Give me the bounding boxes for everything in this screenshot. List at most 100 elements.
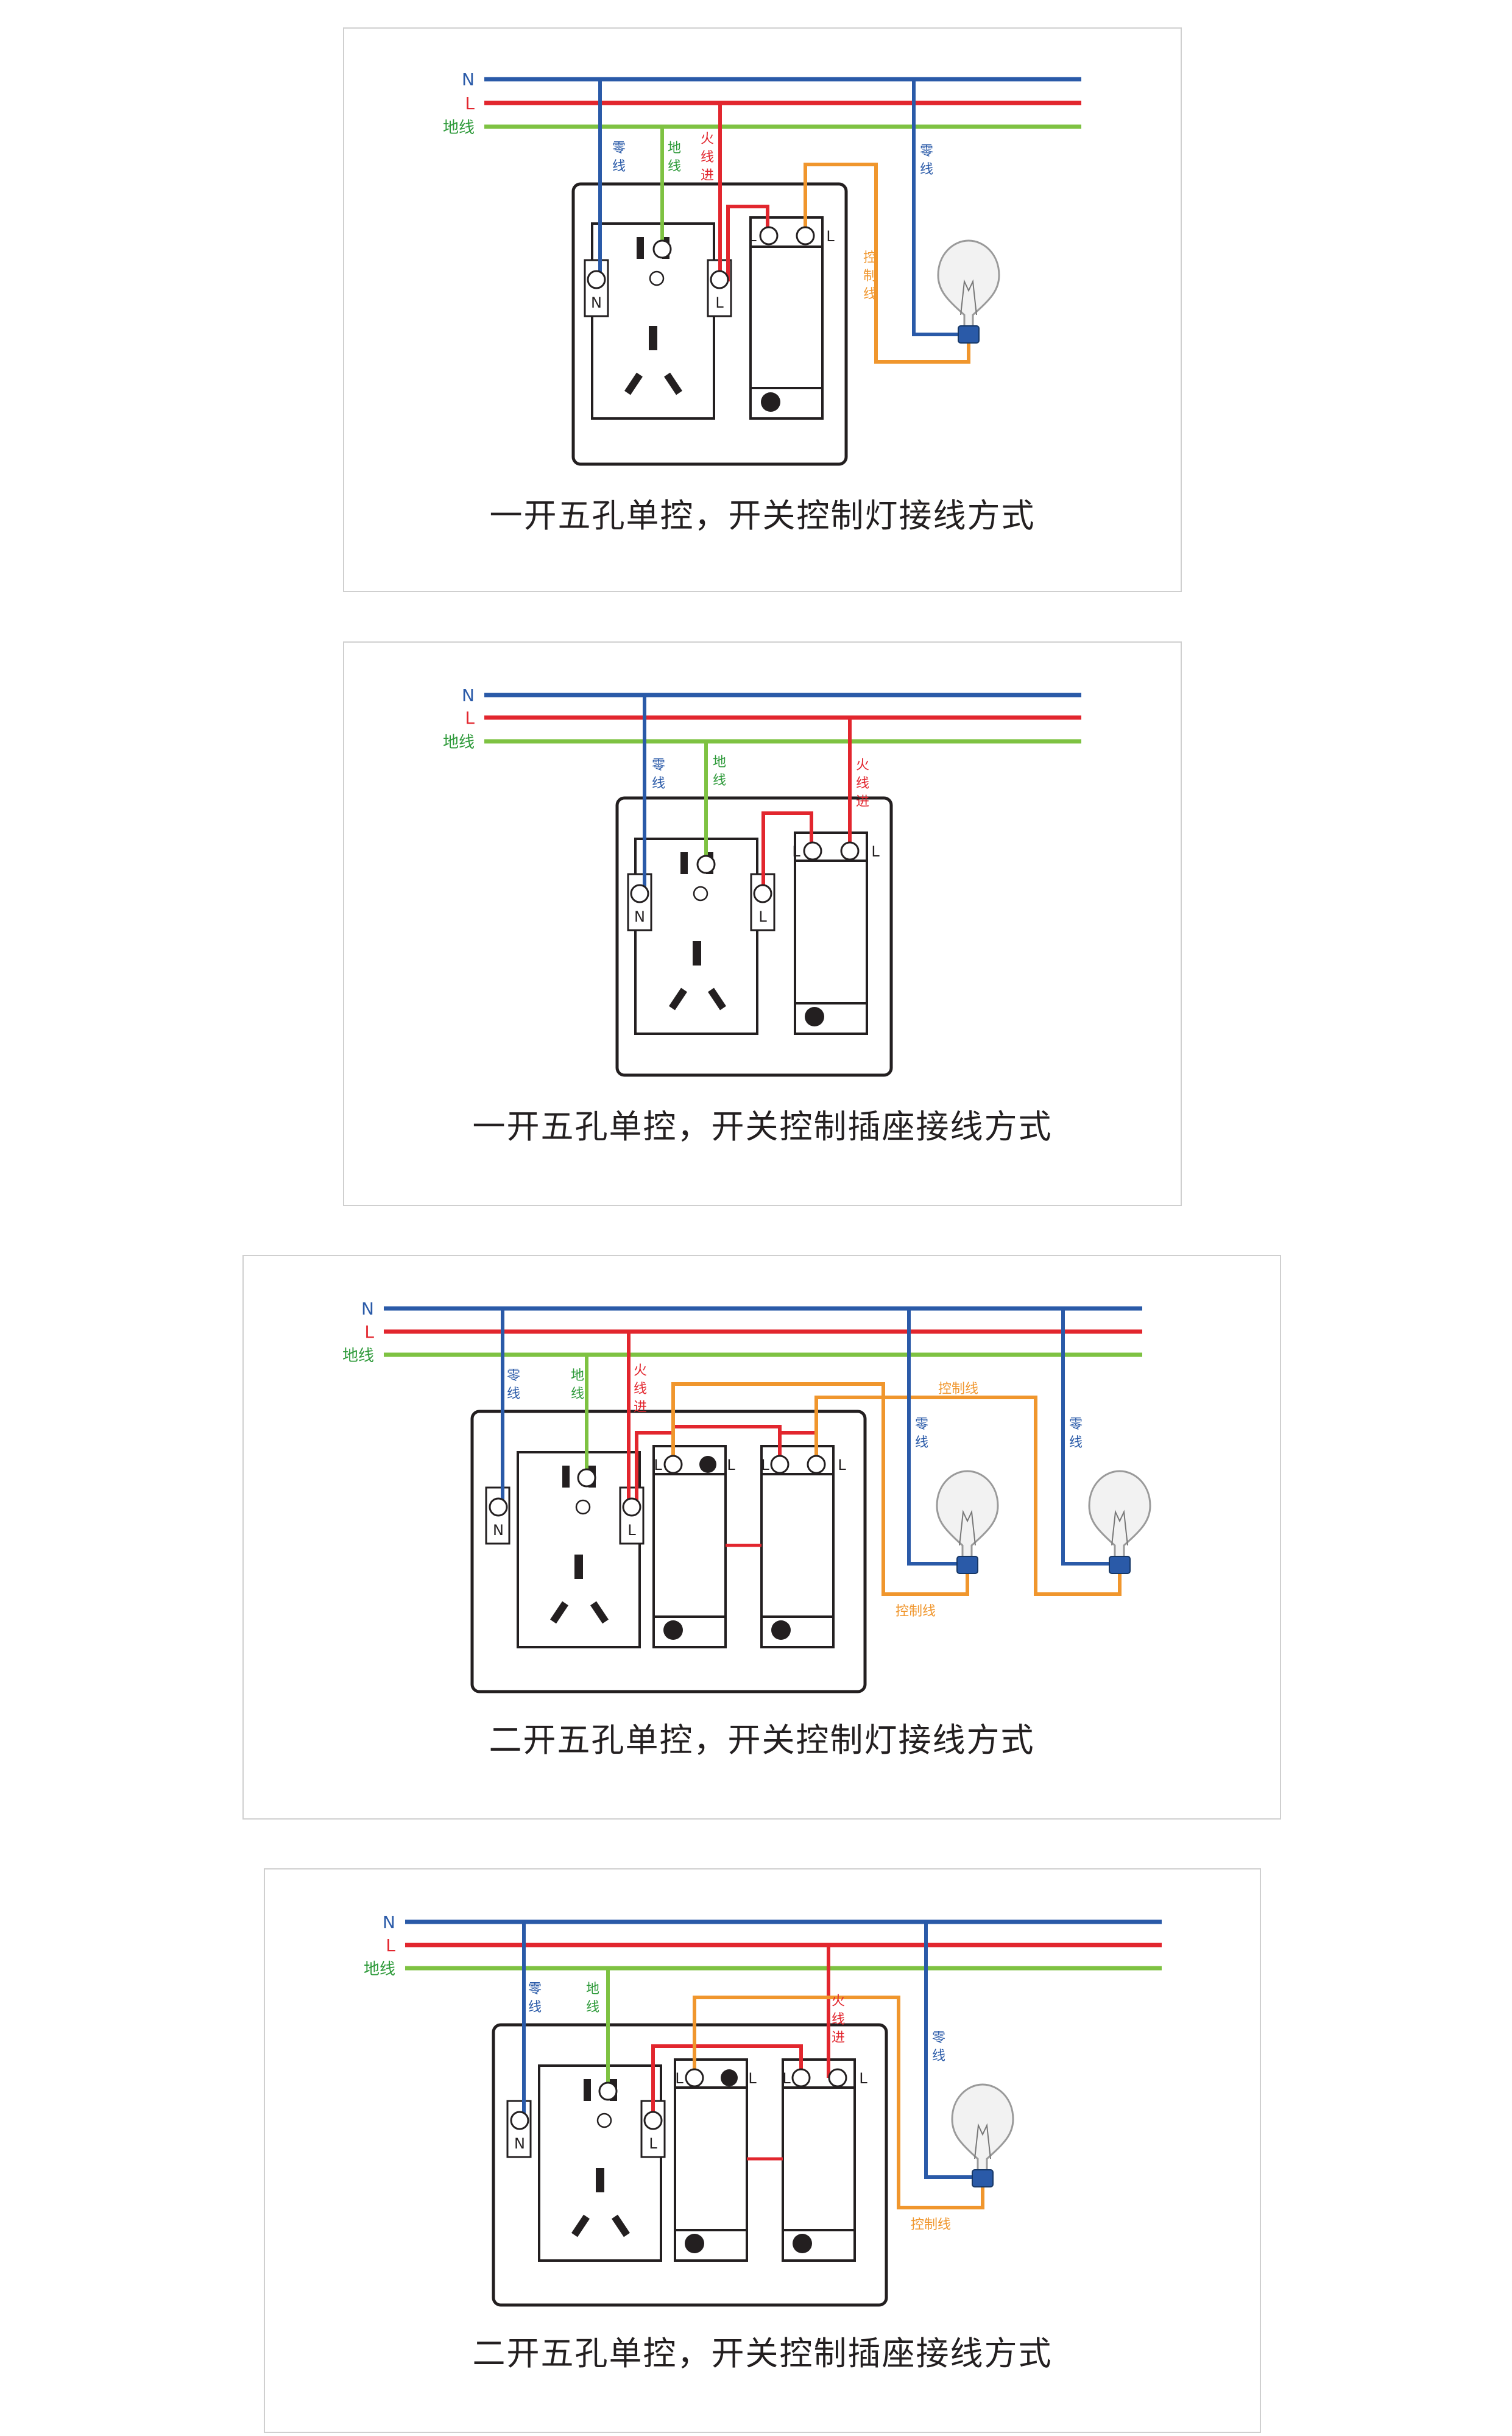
switch-1-l1-label: L [654, 1456, 662, 1474]
diagram-2-caption: 一开五孔单控，开关控制插座接线方式 [472, 1107, 1053, 1146]
switch-l1-terminal-screw [803, 841, 822, 861]
earth-terminal-symbol [649, 270, 665, 286]
live-in-label-3: 进 [832, 2030, 845, 2046]
socket-body [538, 2064, 662, 2262]
neutral-label-2: 线 [507, 1386, 520, 1402]
control-label-bottom: 控制线 [896, 1604, 936, 1619]
socket-earth-terminal-screw [696, 855, 716, 874]
earth-terminal-symbol [596, 2113, 612, 2128]
control-label-1: 控 [863, 250, 877, 266]
switch-1-body [652, 1445, 727, 1648]
terminal-n-label: N [634, 908, 645, 925]
terminal-n-label: N [493, 1522, 504, 1539]
switch-1-l1-label: L [675, 2070, 684, 2087]
socket-body [517, 1451, 641, 1648]
socket-earth-terminal-screw [652, 239, 672, 259]
light-bulb-icon [936, 1470, 999, 1574]
live-in-label-1: 火 [856, 758, 869, 773]
earth-terminal-symbol [693, 886, 708, 902]
socket-l-terminal-screw [710, 270, 729, 289]
switch-2-body [782, 2058, 856, 2262]
live-in-label-3: 进 [634, 1400, 647, 1415]
earth-label-2: 线 [668, 159, 681, 174]
bus-label-l: L [386, 1935, 395, 1955]
terminal-l-label: L [649, 2135, 657, 2152]
switch-l-terminal-screw [840, 841, 860, 861]
bus-label-earth: 地线 [443, 119, 475, 137]
diagram-4-caption: 二开五孔单控，开关控制插座接线方式 [472, 2334, 1053, 2373]
bus-label-n: N [361, 1299, 374, 1319]
neutral-label-2: 线 [528, 2000, 542, 2015]
wall-plate [571, 182, 848, 466]
live-in-label-2: 线 [856, 776, 869, 791]
diagram-3-caption: 二开五孔单控，开关控制灯接线方式 [489, 1721, 1035, 1759]
socket-body [591, 222, 715, 420]
lamp-neutral-wire [912, 79, 961, 336]
control-wire-2 [814, 1396, 1122, 1596]
switch-1-body [674, 2058, 748, 2262]
control-label-top: 控制线 [938, 1382, 978, 1397]
bus-label-l: L [465, 93, 475, 113]
switch-2-l-label: L [859, 2070, 867, 2087]
bus-label-earth: 地线 [443, 733, 475, 752]
earth-terminal-symbol [575, 1499, 591, 1515]
bus-label-n: N [462, 69, 475, 90]
socket-n-terminal-screw [630, 884, 649, 903]
lamp-1-neutral-wire [907, 1308, 959, 1566]
live-in-label-1: 火 [832, 1994, 845, 2009]
diagram-3-card: N L 地线 [242, 1255, 1281, 1820]
lamp-1-neutral-label-2: 线 [915, 1435, 928, 1450]
switch-2-l1-label: L [761, 1456, 769, 1474]
neutral-label-1: 零 [528, 1982, 542, 1997]
lamp-2-neutral-label-1: 零 [1069, 1417, 1083, 1432]
switch-2-l-label: L [838, 1456, 846, 1474]
light-bulb-icon [1088, 1470, 1151, 1574]
wall-plate [492, 2023, 888, 2307]
control-wire-1 [671, 1382, 969, 1596]
diagram-1-svg: N L 地线 N L L L [443, 69, 1081, 466]
switch-body [794, 831, 868, 1035]
diagram-1-card: N L 地线 N L L L [343, 27, 1182, 592]
control-label: 控制线 [911, 2217, 951, 2233]
socket-l-terminal-screw [753, 884, 772, 903]
switch-1-l-label: L [748, 2070, 757, 2087]
live-in-label-2: 线 [701, 150, 714, 165]
diagram-4-svg: N L 地线 N L L L [364, 1912, 1162, 2307]
bus-label-n: N [462, 685, 475, 705]
light-bulb-icon [937, 239, 1000, 344]
neutral-label-1: 零 [612, 141, 626, 156]
socket-n-terminal-screw [587, 270, 606, 289]
live-in-label-1: 火 [701, 132, 714, 147]
lamp-2-neutral-wire [1061, 1308, 1112, 1566]
lamp-neutral-label-2: 线 [920, 162, 933, 177]
switch-l1-terminal-screw [759, 226, 779, 245]
bus-label-earth: 地线 [342, 1347, 374, 1365]
switch-l1-label: L [792, 843, 800, 860]
lamp-neutral-label-2: 线 [932, 2049, 945, 2064]
neutral-label-1: 零 [652, 758, 665, 773]
switch-body [749, 216, 824, 420]
diagram-1-caption: 一开五孔单控，开关控制灯接线方式 [489, 496, 1036, 535]
switch-rocker-dot [761, 392, 780, 412]
light-bulb-icon [951, 2083, 1014, 2187]
lamp-neutral-label-1: 零 [932, 2030, 945, 2046]
neutral-label-1: 零 [507, 1368, 520, 1383]
control-label-2: 制 [863, 269, 877, 284]
socket-body [634, 838, 758, 1035]
live-in-label-3: 进 [701, 168, 714, 183]
live-out-wire [651, 2044, 803, 2122]
lamp-neutral-label-1: 零 [920, 144, 933, 159]
terminal-n-label: N [514, 2135, 525, 2152]
live-in-label-3: 进 [856, 794, 869, 810]
switch-l-terminal-screw [796, 226, 815, 245]
control-wire [804, 163, 970, 364]
earth-label-1: 地 [571, 1368, 584, 1383]
switch-l-label: L [871, 843, 880, 860]
lamp-1-neutral-label-1: 零 [915, 1417, 928, 1432]
bus-label-l: L [364, 1322, 374, 1342]
bus-label-n: N [383, 1912, 395, 1932]
live-in-label-1: 火 [634, 1363, 647, 1379]
live-jumper-wire [726, 205, 769, 281]
earth-label-2: 线 [713, 773, 726, 788]
terminal-l-label: L [758, 908, 767, 925]
